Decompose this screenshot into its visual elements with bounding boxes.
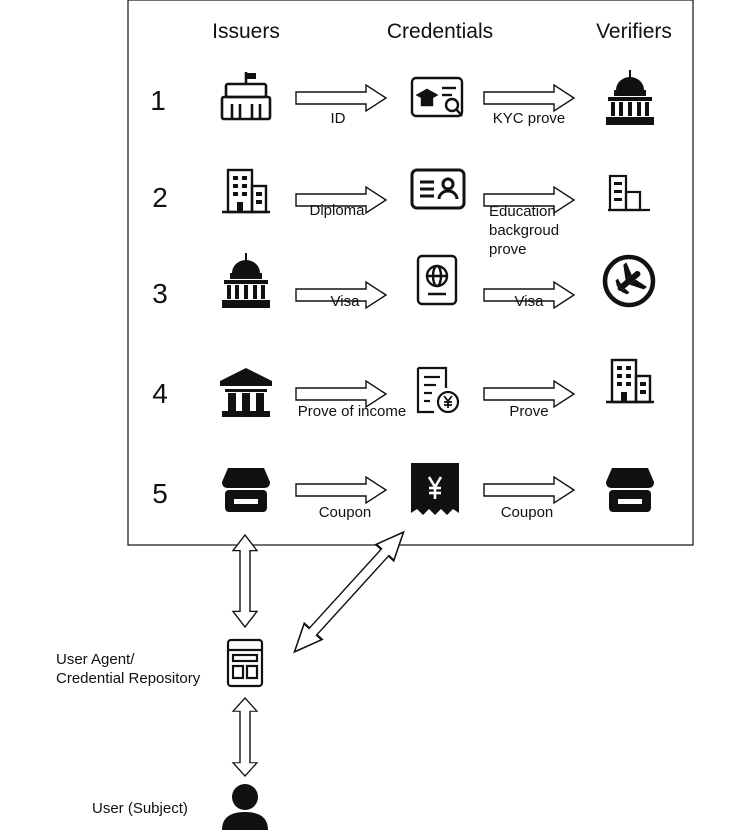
income-document-icon	[416, 366, 460, 414]
airplane-icon	[602, 254, 656, 308]
row-2-number: 2	[152, 182, 168, 213]
yen-receipt-icon	[411, 463, 459, 515]
user-agent-label-line-1: User Agent/	[56, 651, 135, 668]
agent-user-double-arrow	[232, 697, 258, 777]
row-1-issue-arrow	[295, 84, 387, 112]
person-icon	[222, 784, 268, 830]
main-frame	[127, 0, 694, 546]
row-3	[222, 253, 656, 309]
store-agent-double-arrow	[232, 534, 258, 628]
row-1-number: 1	[150, 85, 166, 116]
wallet-app-icon	[226, 638, 264, 688]
office-building-icon	[606, 358, 654, 404]
row-1-verify-arrow	[483, 84, 575, 112]
row-2-verify-label-line-3: prove	[489, 241, 527, 258]
verifiers-header: Verifiers	[596, 20, 672, 43]
store-icon	[222, 468, 270, 512]
row-4-issue-label: Prove of income	[297, 403, 407, 420]
row-5-issue-label: Coupon	[318, 504, 372, 521]
row-5-issue-arrow	[295, 476, 387, 504]
row-2	[222, 168, 650, 214]
id-card-icon	[410, 168, 466, 210]
office-building-icon	[222, 168, 270, 214]
user-agent-label-line-2: Credential Repository	[56, 670, 201, 687]
passport-icon	[416, 254, 458, 306]
row-3-verify-label: Visa	[514, 293, 544, 310]
user-subject-label: User (Subject)	[92, 800, 188, 817]
government-building-icon	[220, 72, 272, 121]
row-4-verify-label: Prove	[509, 403, 549, 420]
row-2-issue-label: Diploma	[309, 202, 365, 219]
row-5	[222, 463, 654, 515]
row-2-verify-label: Education backgroud prove	[489, 202, 609, 259]
row-4-number: 4	[152, 378, 168, 409]
bank-icon	[220, 368, 272, 417]
row-5-verify-arrow	[483, 476, 575, 504]
issuers-header: Issuers	[212, 20, 280, 43]
store-icon	[606, 468, 654, 512]
academic-certificate-icon	[410, 76, 464, 118]
capitol-building-icon	[606, 70, 654, 125]
row-3-number: 3	[152, 278, 168, 309]
row-1-verify-label: KYC prove	[492, 110, 566, 127]
capitol-building-icon	[222, 253, 270, 308]
row-4	[220, 358, 654, 417]
row-1-issue-label: ID	[330, 110, 346, 127]
credentials-header: Credentials	[386, 20, 494, 43]
row-5-number: 5	[152, 478, 168, 509]
row-3-issue-label: Visa	[330, 293, 360, 310]
user-agent-label: User Agent/ Credential Repository	[56, 650, 200, 688]
row-2-verify-label-line-2: backgroud	[489, 222, 560, 239]
row-2-verify-label-line-1: Education	[489, 203, 556, 220]
row-5-verify-label: Coupon	[500, 504, 554, 521]
small-building-icon	[608, 174, 650, 212]
row-1	[220, 70, 654, 125]
